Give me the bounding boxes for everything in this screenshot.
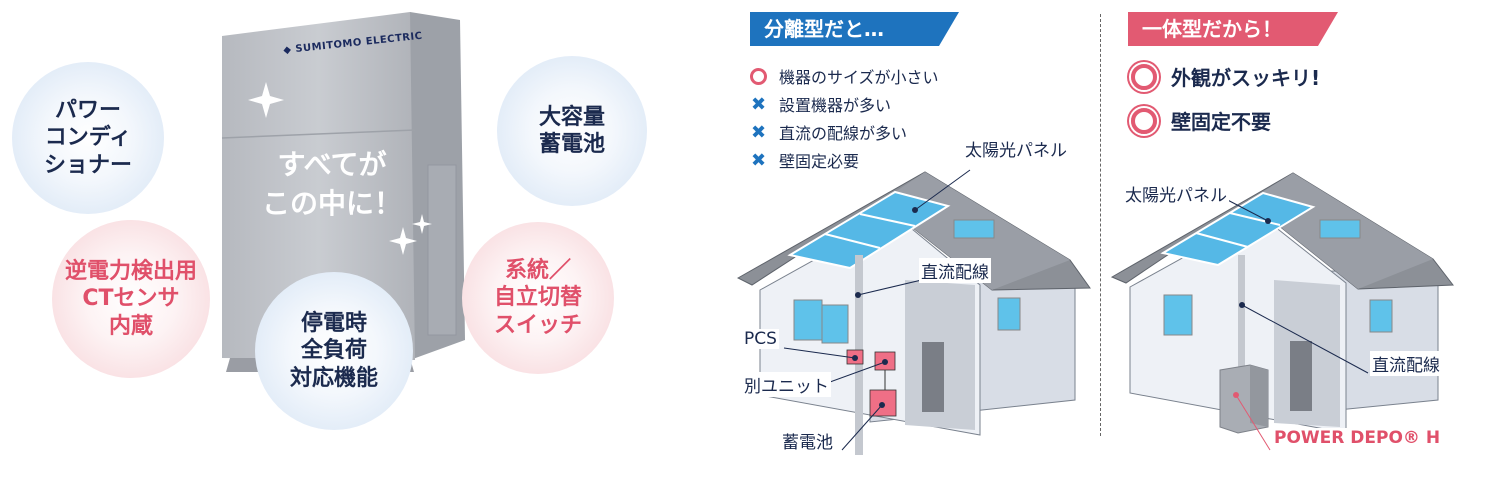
integrated-item: 壁固定不要 <box>1128 106 1271 135</box>
product-center-text: すべてが この中に！ <box>261 148 402 221</box>
cross-icon: ✖ <box>750 121 767 143</box>
double-circle-icon <box>1131 63 1157 90</box>
label-dc-separate: 直流配線 <box>919 258 991 283</box>
label-solar-separate: 太陽光パネル <box>963 136 1069 161</box>
bubble-switch: 系統／ 自立切替 スイッチ <box>462 222 614 374</box>
bubble-power-conditioner: パワー コンディ ショナー <box>12 62 164 214</box>
separate-title: 分離型だと… <box>750 12 959 46</box>
divider <box>1100 14 1101 436</box>
separate-item: 機器のサイズが小さい <box>750 64 939 88</box>
bubble-outage: 停電時 全負荷 対応機能 <box>255 272 413 430</box>
sparkle-icon <box>389 227 417 255</box>
cross-icon: ✖ <box>750 93 767 115</box>
label-unit: 別ユニット <box>742 372 831 397</box>
circle-icon <box>750 67 767 85</box>
separate-item: ✖直流の配線が多い <box>750 121 908 144</box>
bubble-ct-sensor: 逆電力検出用 CTセンサ 内蔵 <box>52 220 210 378</box>
sparkle-icon <box>412 214 432 234</box>
house-integrated-illustration <box>1110 172 1454 451</box>
label-pcs: PCS <box>742 329 779 349</box>
sparkle-icon <box>248 82 284 118</box>
label-dc-integrated: 直流配線 <box>1370 351 1442 376</box>
cross-icon: ✖ <box>750 149 767 171</box>
label-solar-integrated: 太陽光パネル <box>1123 181 1229 206</box>
integrated-title: 一体型だから！ <box>1128 12 1338 46</box>
bubble-battery: 大容量 蓄電池 <box>497 56 647 206</box>
separate-item: ✖設置機器が多い <box>750 93 892 116</box>
label-power-depo: POWER DEPO® H <box>1272 428 1443 448</box>
label-battery-separate: 蓄電池 <box>780 428 835 453</box>
double-circle-icon <box>1131 107 1157 134</box>
separate-item: ✖壁固定必要 <box>750 149 860 172</box>
integrated-item: 外観がスッキリ! <box>1128 62 1320 91</box>
